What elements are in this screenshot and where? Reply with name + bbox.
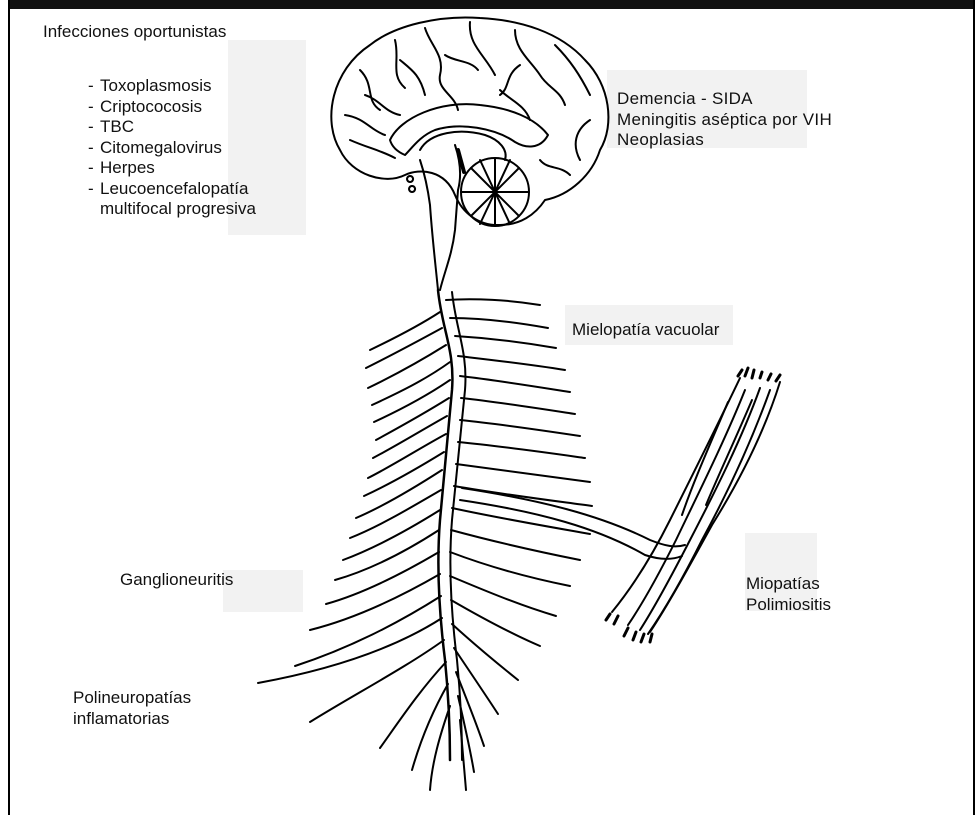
polyneuropathy-label-line: Polineuropatías [73,687,191,708]
list-item: -Criptococosis [88,97,256,118]
muscle-label-line: Miopatías [746,573,831,594]
list-item: -Toxoplasmosis [88,76,256,97]
list-item: -Herpes [88,158,256,179]
motor-nerve-edge [460,500,682,559]
brain-condition-item: Meningitis aséptica por VIH [617,110,832,131]
brain-outline [331,17,608,225]
list-item: -Leucoencefalopatíamultifocal progresiva [88,179,256,220]
brainstem-nuclei [407,176,415,192]
nerve-roots-right [446,299,592,790]
nerve-roots-left [258,312,450,790]
corpus-callosum [390,104,548,155]
list-item: -TBC [88,117,256,138]
ganglion-label: Ganglioneuritis [120,570,233,590]
brain-conditions: Demencia - SIDA Meningitis aséptica por … [617,89,832,151]
brain-condition-item: Demencia - SIDA [617,89,832,110]
infections-list: -Toxoplasmosis -Criptococosis -TBC -Cito… [88,76,256,220]
inner-arc [420,132,506,160]
infections-title: Infecciones oportunistas [43,22,226,42]
muscle-label: Miopatías Polimiositis [746,573,831,615]
brainstem [420,145,460,290]
brain-condition-item: Neoplasias [617,130,832,151]
polyneuropathy-label-line: inflamatorias [73,708,191,729]
polyneuropathy-label: Polineuropatías inflamatorias [73,687,191,729]
spinal-label: Mielopatía vacuolar [572,320,719,340]
brain-gyri [345,22,590,175]
list-item: -Citomegalovirus [88,138,256,159]
cerebellum-folia [461,158,529,226]
muscle-label-line: Polimiositis [746,594,831,615]
